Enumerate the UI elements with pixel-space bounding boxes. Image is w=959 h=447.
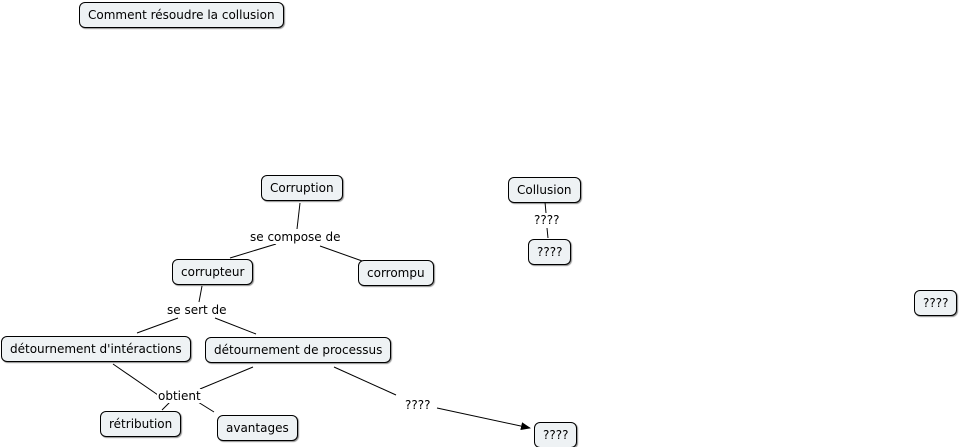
arrow-q-link-to-q-bottom: [436, 407, 531, 431]
concept-detournement-processus[interactable]: détournement de processus: [205, 337, 392, 363]
concept-retribution[interactable]: rétribution: [100, 411, 182, 437]
concept-q-collusion[interactable]: ????: [528, 239, 572, 265]
line-obtient-to-avantages: [197, 401, 215, 413]
line-se-sert-de-to-interactions: [136, 317, 179, 334]
concept-collusion[interactable]: Collusion: [508, 177, 581, 203]
concept-avantages[interactable]: avantages: [217, 415, 298, 441]
line-processus-to-q-link: [333, 366, 397, 396]
line-collusion-to-link: [544, 201, 547, 214]
concept-corrupteur[interactable]: corrupteur: [172, 259, 254, 285]
concept-corruption[interactable]: Corruption: [261, 175, 343, 201]
link-q-processus[interactable]: ????: [404, 398, 432, 412]
link-se-compose-de[interactable]: se compose de: [249, 230, 342, 244]
concept-q-right[interactable]: ????: [914, 290, 958, 316]
line-corruption-to-se-compose-de: [296, 202, 301, 230]
line-processus-to-obtient: [199, 366, 254, 390]
link-se-sert-de[interactable]: se sert de: [166, 303, 228, 317]
line-corrupteur-to-se-sert-de: [198, 285, 203, 303]
line-interactions-to-obtient: [112, 363, 159, 396]
concept-corrompu[interactable]: corrompu: [358, 260, 434, 286]
line-se-sert-de-to-processus: [214, 317, 257, 335]
title-concept[interactable]: Comment résoudre la collusion: [79, 2, 284, 28]
line-obtient-to-retribution: [161, 401, 171, 411]
line-se-compose-de-to-corrupteur: [229, 243, 277, 259]
concept-detournement-interactions[interactable]: détournement d'intéractions: [1, 336, 191, 362]
link-obtient[interactable]: obtient: [157, 389, 202, 403]
line-link-to-q-collusion: [546, 227, 549, 239]
link-q-collusion[interactable]: ????: [533, 213, 561, 227]
line-se-compose-de-to-corrompu: [319, 245, 366, 263]
concept-q-bottom[interactable]: ????: [534, 422, 578, 447]
